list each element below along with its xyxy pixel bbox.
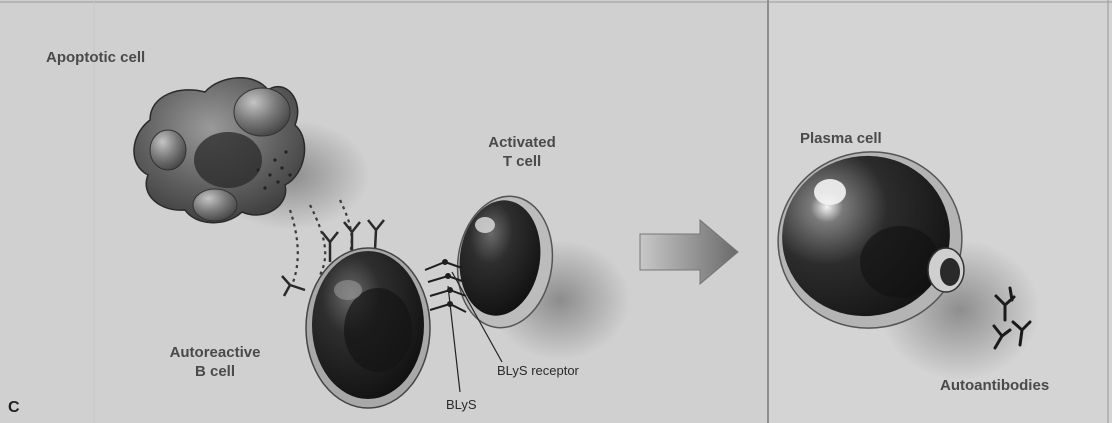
label-plasma-cell: Plasma cell [800,129,882,148]
autoreactive-b-cell-drawing [306,248,430,408]
label-autoreactive-b-cell: Autoreactive B cell [150,343,280,381]
label-autoreactive-b-cell-line1: Autoreactive [150,343,280,362]
label-activated-t-cell-line1: Activated [466,133,578,152]
apoptotic-cell-drawing [134,78,305,223]
panel-letter: C [8,398,20,417]
label-activated-t-cell: Activated T cell [466,133,578,171]
label-blys: BLyS [446,395,477,414]
label-apoptotic-cell: Apoptotic cell [46,48,145,67]
label-autoreactive-b-cell-line2: B cell [150,362,280,381]
label-autoantibodies: Autoantibodies [940,376,1049,395]
label-blys-receptor: BLyS receptor [497,361,579,380]
label-activated-t-cell-line2: T cell [466,152,578,171]
